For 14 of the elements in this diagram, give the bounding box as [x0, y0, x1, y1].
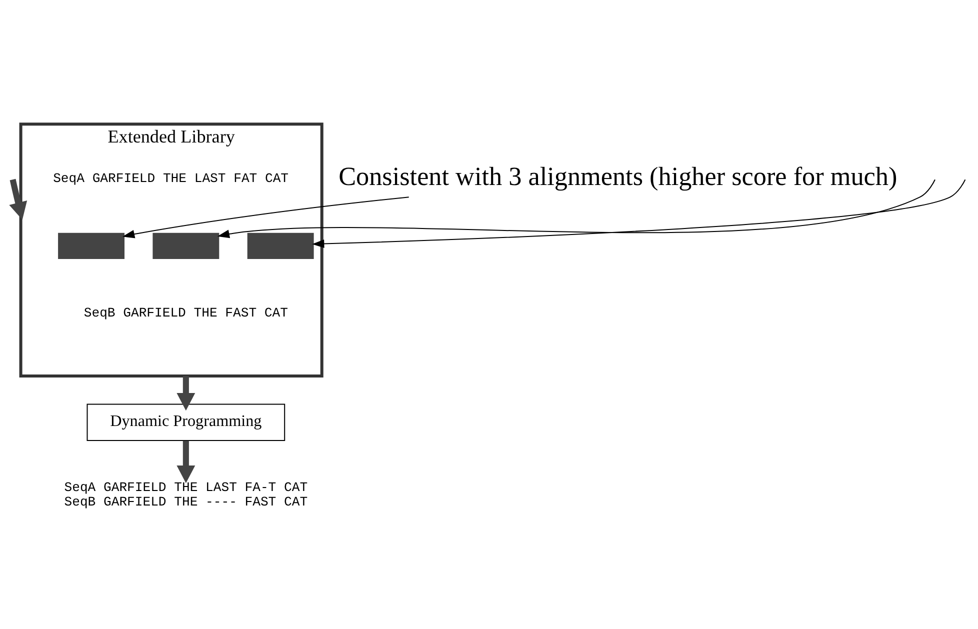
node-box: Dynamic Programming [86, 404, 286, 441]
node-text: Consistent with 3 alignments (higher score for much) [338, 162, 898, 191]
arrow [217, 179, 936, 238]
arrow [176, 376, 196, 411]
node-text: SeqA GARFIELD THE LAST FA-T CAT SeqB GARFIELD THE ---- FAST CAT [64, 480, 308, 510]
label: SeqA GARFIELD THE LAST FAT CAT [53, 170, 289, 186]
node-bar [247, 232, 314, 259]
arrow [176, 440, 196, 484]
arrow [312, 179, 966, 248]
node-bar [58, 232, 124, 259]
arrow [9, 178, 28, 220]
label: SeqB GARFIELD THE FAST CAT [84, 305, 288, 320]
node-bar [152, 232, 220, 259]
arrow [122, 196, 409, 238]
